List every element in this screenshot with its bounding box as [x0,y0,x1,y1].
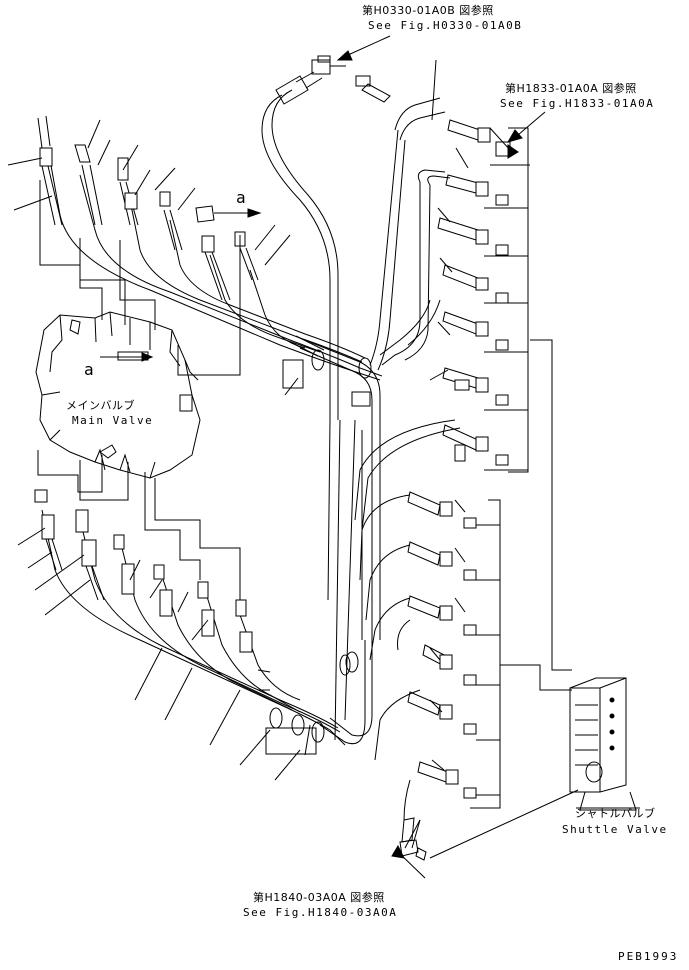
fitting-row [407,691,477,735]
fitting-row [442,424,509,466]
fitting-row [407,595,477,636]
main-valve-label-jp: メインバルブ [66,399,135,412]
fitting-row [417,761,477,799]
fitting-row [422,644,477,686]
fitting-row [447,119,519,159]
ref-top-en: See Fig.H0330-01A0B [368,19,523,32]
ref-top-jp: 第H0330-01A0B 図参照 [362,4,494,17]
leader-lines [7,35,579,879]
fitting-row [445,174,509,206]
view-a-label-top: a [236,188,246,207]
shuttle-valve-label-jp: シャトルバルブ [575,807,656,820]
bottom-elbow-fitting [399,817,427,861]
fitting-row [442,367,509,406]
view-a-label-valve: a [84,360,94,379]
shuttle-valve [569,677,640,811]
fitting-row [442,311,509,351]
fitting-row [407,491,477,529]
lower-hose-bundle [34,489,373,755]
fitting-row [442,264,509,304]
right-fitting-column [354,119,519,821]
fitting-row [407,541,477,581]
fitting-row [437,217,509,256]
shuttle-valve-label-en: Shuttle Valve [562,823,668,836]
main-valve-body [35,311,201,479]
drawing-code: PEB1993 [618,950,679,963]
vertical-hose-trunk [261,55,446,741]
view-a-arrow-valve [100,352,154,362]
view-a-arrow-top [195,205,262,223]
main-valve-label-en: Main Valve [72,414,154,427]
ref-bottom-en: See Fig.H1840-03A0A [243,906,398,919]
ref-bottom-jp: 第H1840-03A0A 図参照 [253,891,385,904]
ref-right-en: See Fig.H1833-01A0A [500,97,655,110]
ref-right-jp: 第H1833-01A0A 図参照 [505,82,637,95]
